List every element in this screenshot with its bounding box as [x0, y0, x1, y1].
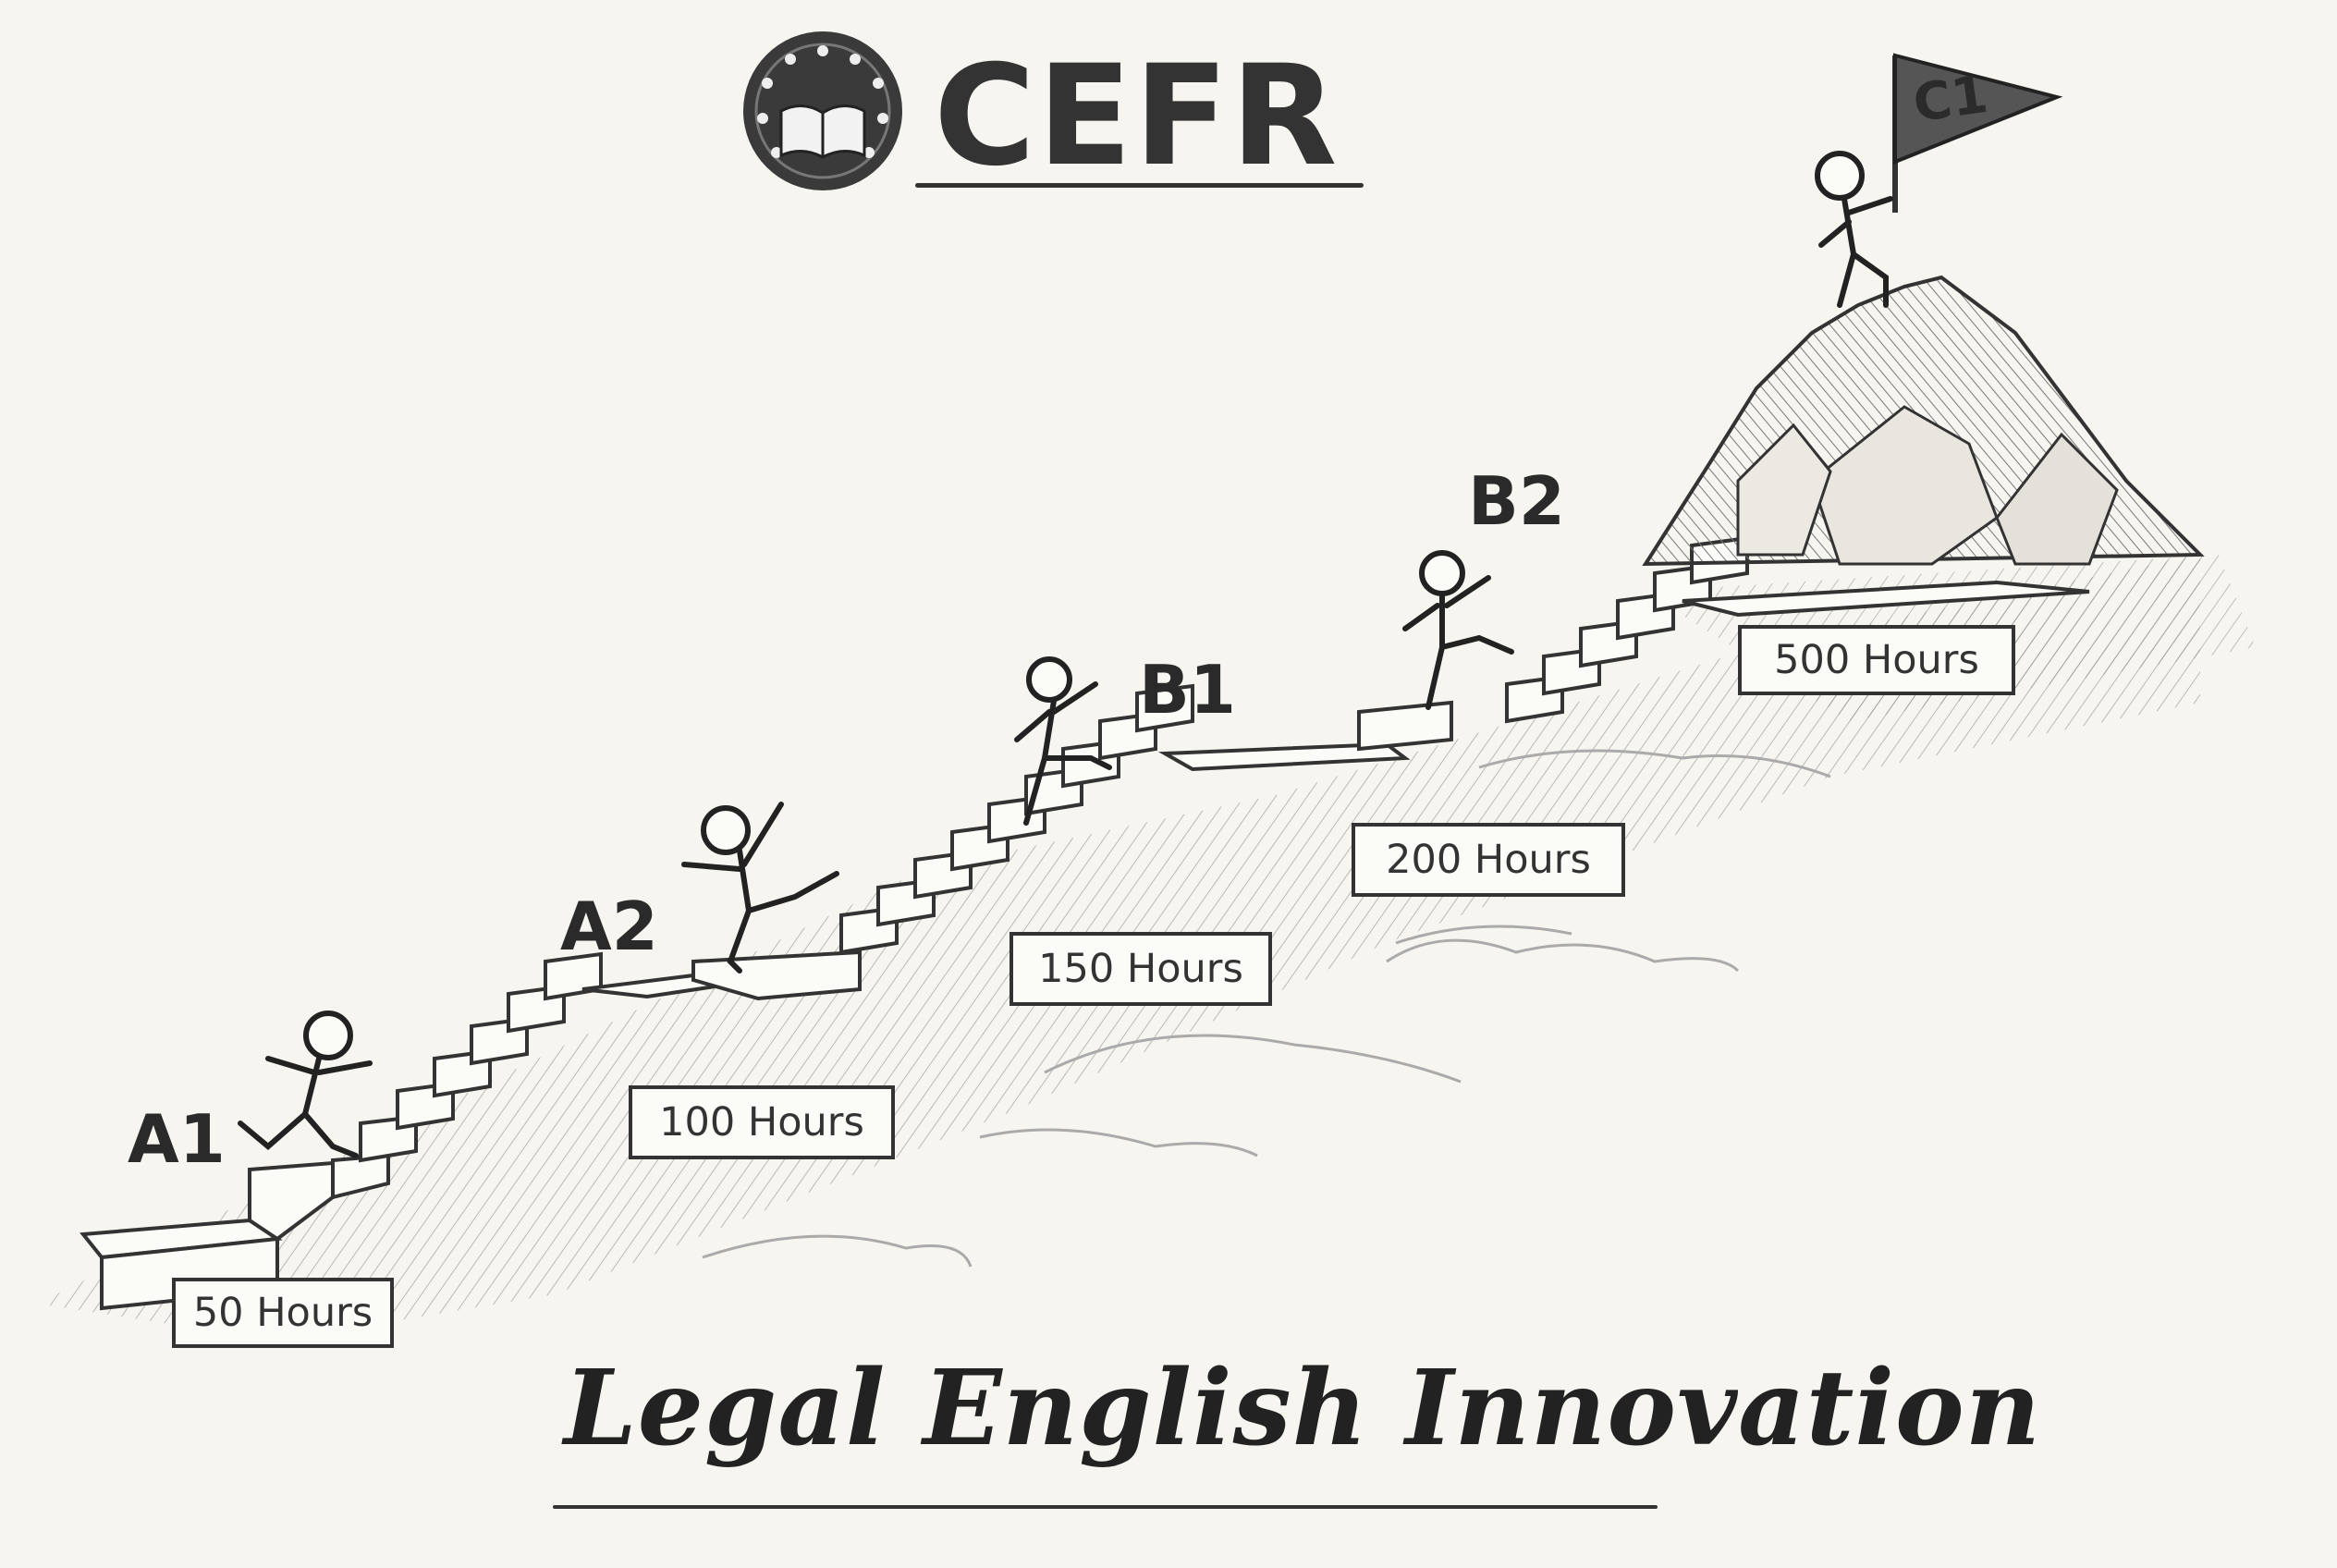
hours-badge-b1: 150 Hours	[1009, 932, 1272, 1006]
level-a1: A1	[128, 1106, 226, 1172]
title-underline	[915, 183, 1364, 188]
page-title: CEFR	[934, 33, 1340, 200]
footer-underline	[553, 1505, 1658, 1509]
hours-badge-a1: 50 Hours	[172, 1278, 394, 1348]
level-b2: B2	[1468, 468, 1565, 534]
level-b1: B1	[1139, 656, 1236, 723]
level-a2: A2	[560, 893, 658, 960]
hours-badge-b2: 200 Hours	[1352, 823, 1625, 897]
mountain-icon	[1646, 277, 2200, 564]
hours-badge-a2: 100 Hours	[629, 1085, 895, 1159]
level-c1: C1	[1910, 69, 1990, 131]
eu-book-logo-icon	[743, 31, 902, 190]
footer-text: Legal English Innovation	[564, 1357, 2041, 1461]
hours-badge-c1: 500 Hours	[1738, 625, 2015, 695]
